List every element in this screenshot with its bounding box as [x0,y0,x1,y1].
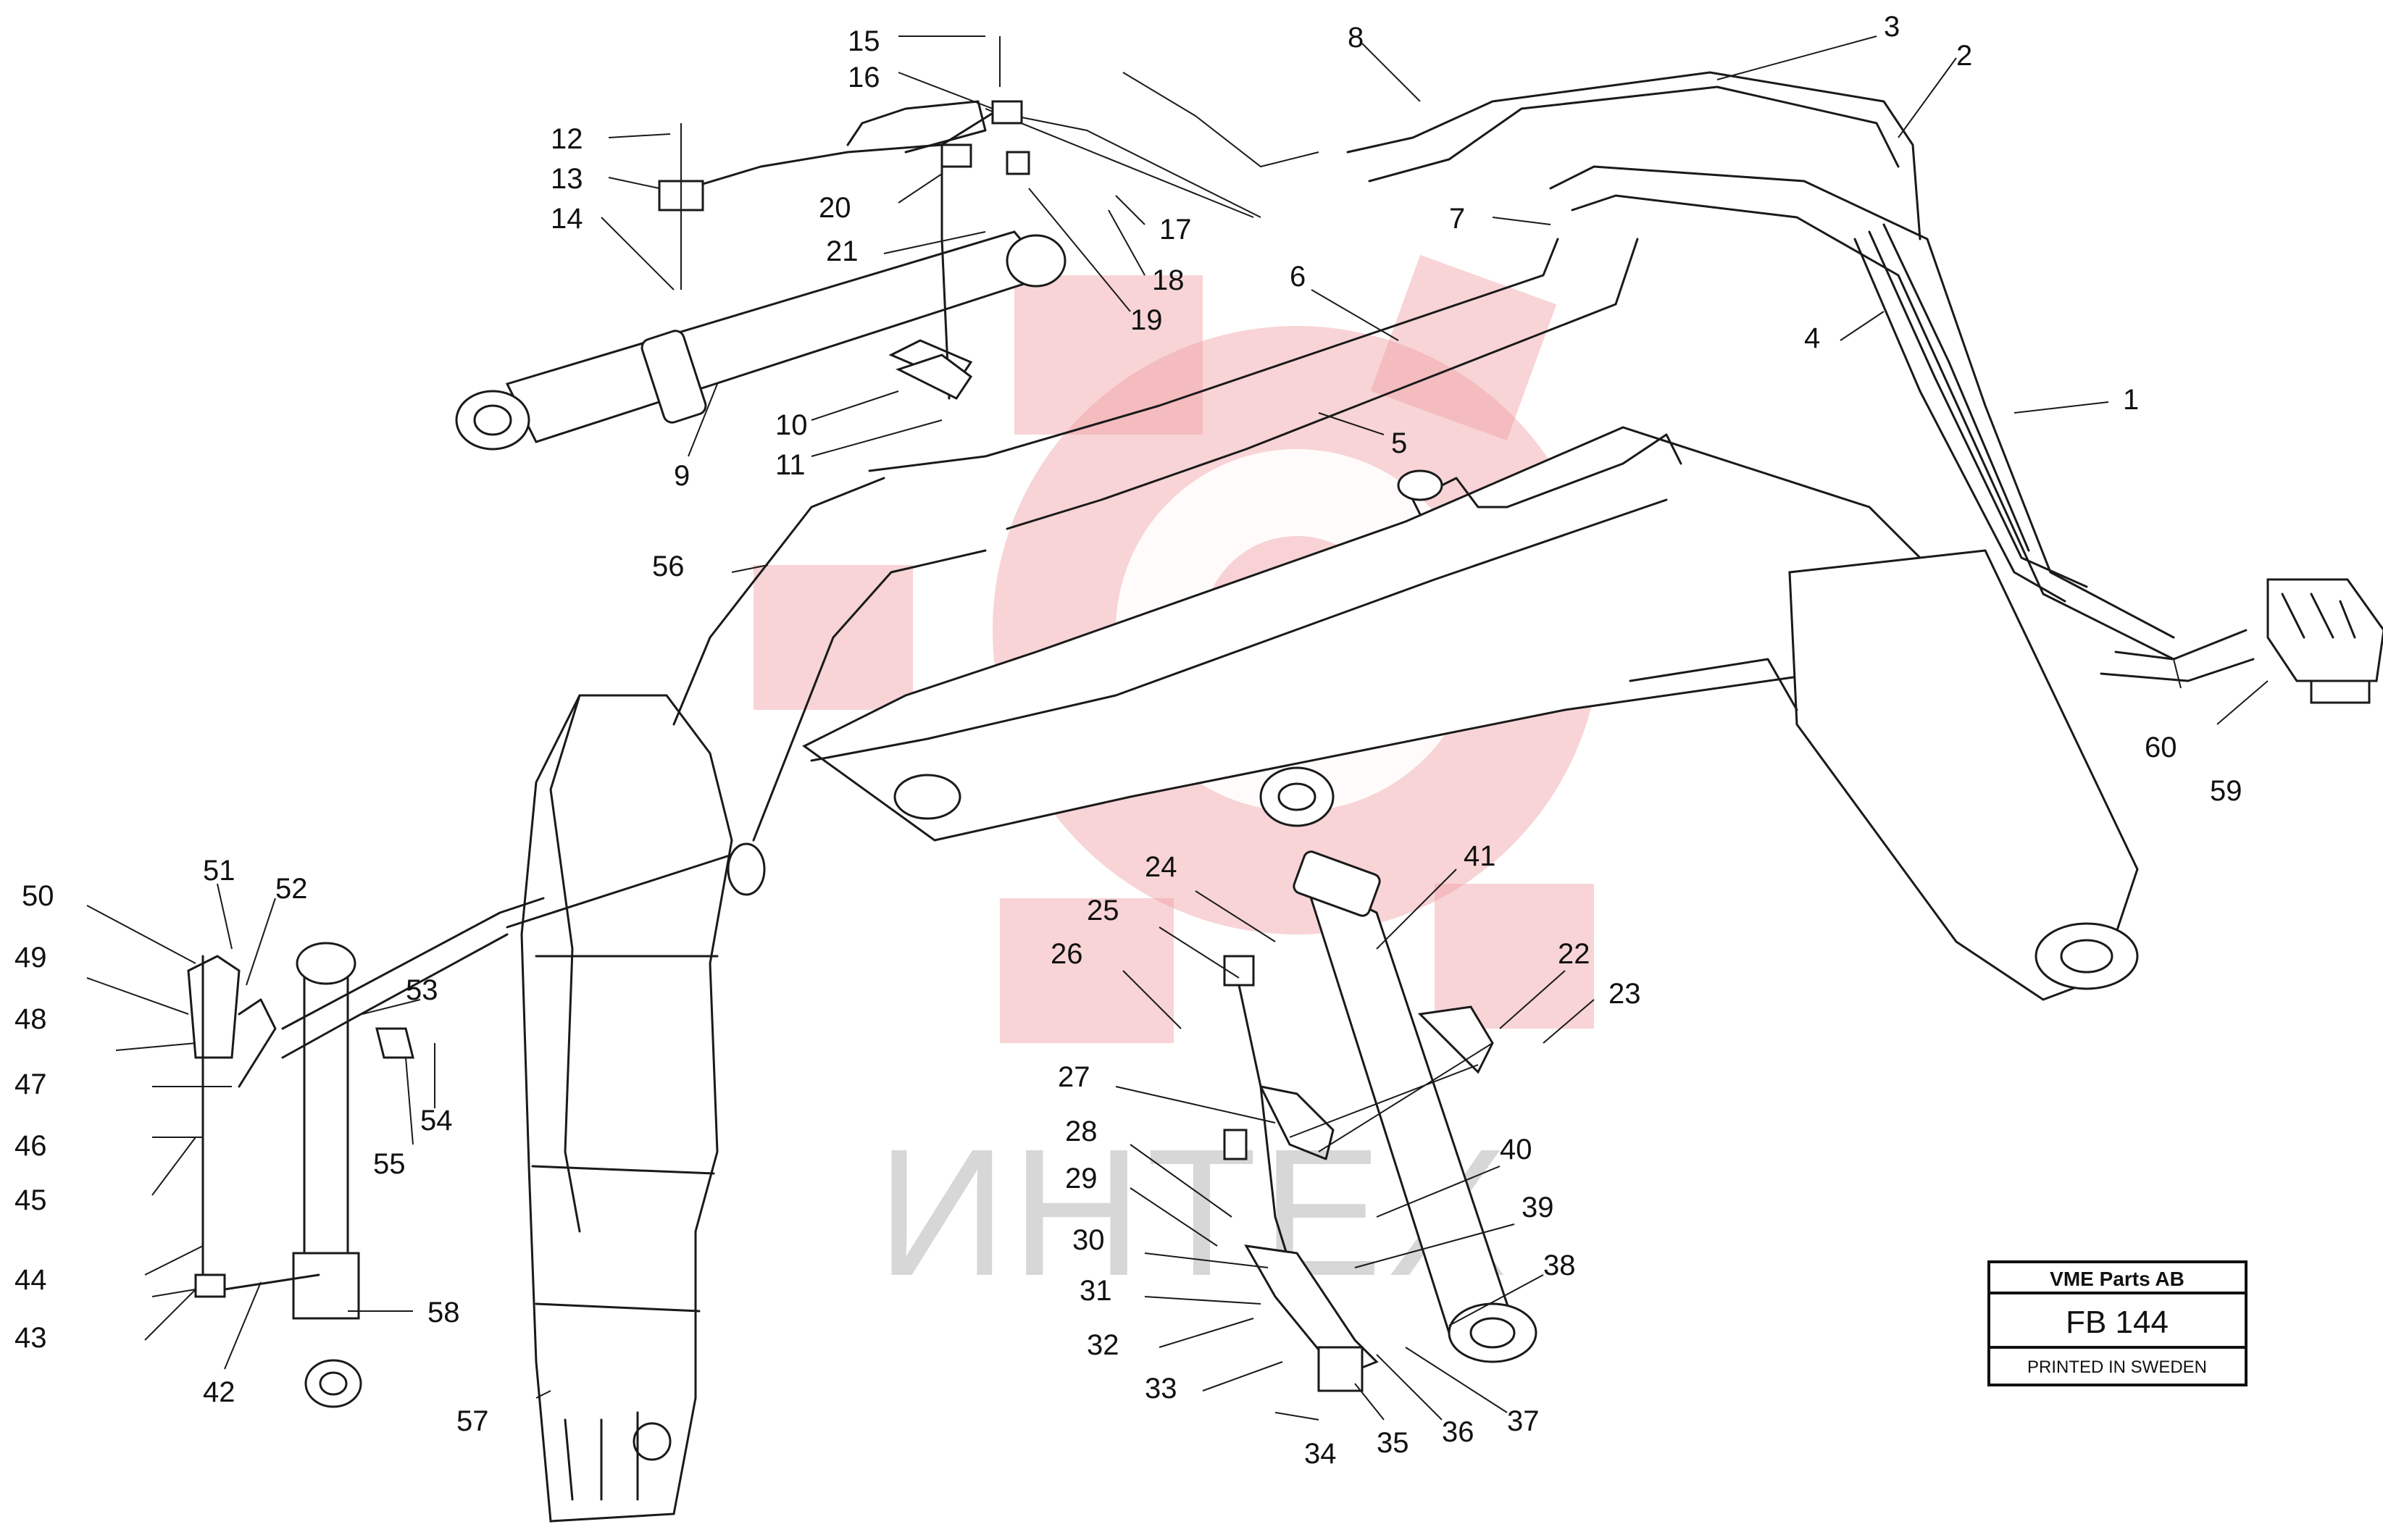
label-56: 56 [652,551,685,582]
label-47: 47 [14,1068,47,1100]
label-29: 29 [1065,1163,1098,1194]
label-9: 9 [674,460,690,492]
label-34: 34 [1304,1438,1337,1470]
label-16: 16 [848,62,880,93]
left-bracket-assembly [115,897,545,1298]
title-block: VME Parts AB FB 144 PRINTED IN SWEDEN [1987,1260,2248,1386]
label-50: 50 [22,880,54,912]
label-43: 43 [14,1322,47,1354]
label-41: 41 [1464,840,1496,872]
label-10: 10 [775,409,808,441]
drawing-code: FB 144 [2066,1305,2169,1340]
label-38: 38 [1543,1250,1576,1281]
label-13: 13 [551,163,583,195]
label-19: 19 [1130,304,1163,336]
label-15: 15 [848,25,880,57]
label-58: 58 [427,1297,460,1328]
label-21: 21 [826,235,859,267]
label-31: 31 [1080,1275,1112,1307]
label-8: 8 [1348,22,1364,54]
bucket-cylinder [292,942,362,1408]
label-23: 23 [1608,978,1641,1010]
label-46: 46 [14,1130,47,1162]
label-49: 49 [14,942,47,974]
label-60: 60 [2145,732,2177,763]
label-26: 26 [1051,938,1083,970]
label-28: 28 [1065,1116,1098,1147]
label-27: 27 [1058,1061,1090,1093]
company-name: VME Parts AB [2050,1268,2184,1290]
label-3: 3 [1884,11,1900,43]
label-59: 59 [2210,775,2242,807]
leader-lines [86,35,2269,1420]
label-54: 54 [420,1105,453,1137]
label-6: 6 [1290,261,1306,293]
label-18: 18 [1152,264,1185,296]
mid-bracket-assembly [1223,955,1494,1392]
label-12: 12 [551,123,583,155]
dipper-arm [506,694,766,1523]
label-33: 33 [1145,1373,1177,1405]
label-20: 20 [819,192,851,224]
label-36: 36 [1442,1416,1474,1448]
label-55: 55 [373,1148,406,1180]
hydraulic-pipes [672,71,2255,842]
label-17: 17 [1159,214,1192,246]
label-14: 14 [551,203,583,235]
label-5: 5 [1391,427,1407,459]
valve-block [2266,578,2383,704]
label-52: 52 [275,873,308,905]
label-40: 40 [1500,1134,1532,1166]
label-7: 7 [1449,203,1465,235]
label-22: 22 [1558,938,1590,970]
part-labels: 1 2 3 4 5 6 7 8 9 10 11 12 13 14 15 16 1… [14,11,2242,1470]
label-32: 32 [1087,1329,1119,1361]
label-57: 57 [456,1405,489,1437]
label-39: 39 [1522,1192,1554,1223]
label-48: 48 [14,1003,47,1035]
printed-note: PRINTED IN SWEDEN [2027,1357,2207,1377]
label-42: 42 [203,1376,235,1408]
label-35: 35 [1377,1427,1409,1459]
label-37: 37 [1507,1405,1540,1437]
label-30: 30 [1072,1224,1105,1256]
label-4: 4 [1804,322,1820,354]
label-51: 51 [203,855,235,887]
label-11: 11 [775,449,806,481]
label-2: 2 [1956,40,1972,72]
label-53: 53 [406,974,438,1006]
stick-cylinder [1259,766,1537,1363]
label-24: 24 [1145,851,1177,883]
boom-cylinder [455,230,1067,451]
label-44: 44 [14,1264,47,1296]
clamp-assembly [658,36,1030,400]
main-boom [802,426,2139,1001]
label-25: 25 [1087,895,1119,926]
label-45: 45 [14,1184,47,1216]
label-1: 1 [2123,384,2139,416]
